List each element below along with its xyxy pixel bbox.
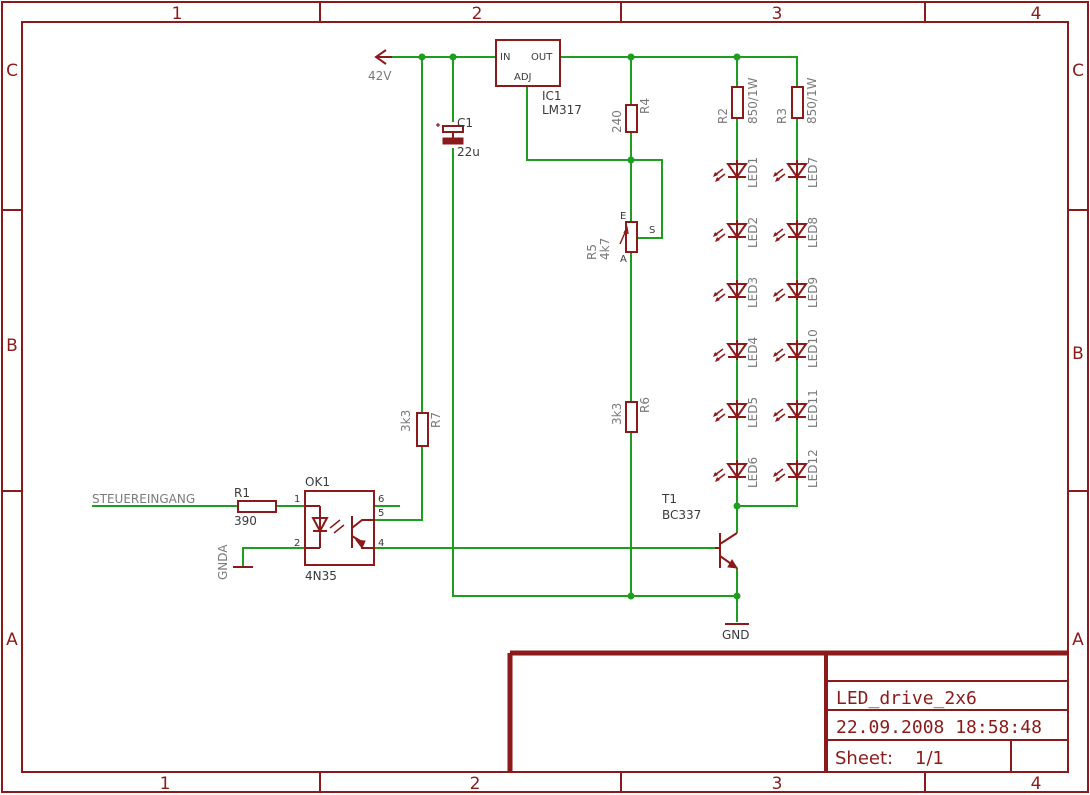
led-label-right-4: LED10	[806, 329, 820, 368]
ok1-phototransistor-icon	[351, 516, 374, 549]
led-left-3: LED3	[713, 277, 760, 308]
led-label-right-5: LED11	[806, 389, 820, 428]
row-label-left-b: B	[6, 336, 18, 356]
c1-value: 22u	[457, 145, 480, 159]
r4-name: R4	[638, 98, 652, 114]
sheet-label: Sheet:	[835, 748, 893, 769]
t1-transistor-icon	[715, 532, 738, 569]
led-left-4: LED4	[713, 337, 760, 368]
row-label-right-a: A	[1072, 630, 1084, 650]
column-label-top-2: 2	[472, 4, 483, 24]
r3-resistor	[791, 86, 804, 119]
title-block	[507, 650, 1068, 772]
ok1-pin-5: 5	[378, 508, 384, 519]
c1-name: C1	[457, 116, 473, 130]
r5-pin-e: E	[620, 211, 626, 222]
row-label-left-a: A	[6, 630, 18, 650]
led-label-right-2: LED8	[806, 217, 820, 248]
supply-label: 42V	[368, 69, 392, 83]
ok1-led-icon	[305, 505, 345, 549]
ic1-body	[495, 39, 561, 87]
r2-resistor	[731, 86, 744, 119]
ic1-pin-in: IN	[500, 52, 510, 63]
r5-pin-s: S	[649, 225, 655, 236]
ok1-pin-6: 6	[378, 494, 384, 505]
supply-arrow-icon	[374, 49, 392, 65]
r5-value: 4k7	[598, 238, 612, 260]
r5-pin-a: A	[620, 254, 627, 265]
r2-value: 850/1W	[746, 77, 760, 124]
r7-name: R7	[429, 412, 443, 428]
led-label-left-6: LED6	[746, 457, 760, 488]
led-right-3: LED9	[773, 277, 820, 308]
t1-value: BC337	[662, 508, 701, 522]
led-label-right-3: LED9	[806, 277, 820, 308]
r6-name: R6	[638, 397, 652, 413]
r3-name: R3	[775, 108, 789, 124]
ic1-name: IC1	[542, 89, 562, 103]
drawing-date: 22.09.2008 18:58:48	[836, 717, 1042, 738]
r5-name: R5	[585, 244, 599, 260]
r7-resistor	[416, 412, 429, 447]
led-left-1: LED1	[713, 157, 760, 188]
ok1-value: 4N35	[305, 569, 337, 583]
ok1-pin-1: 1	[294, 494, 300, 505]
sheet-value: 1/1	[915, 748, 944, 769]
led-right-5: LED11	[773, 389, 820, 428]
drawing-title: LED_drive_2x6	[836, 688, 977, 709]
led-label-left-3: LED3	[746, 277, 760, 308]
r5-potentiometer-icon	[619, 221, 638, 253]
led-label-right-1: LED7	[806, 157, 820, 188]
ic1-value: LM317	[542, 103, 582, 117]
led-left-2: LED2	[713, 217, 760, 248]
led-right-6: LED12	[773, 449, 820, 488]
r7-value: 3k3	[399, 410, 413, 432]
input-label: STEUEREINGANG	[92, 492, 195, 506]
r1-resistor	[237, 500, 277, 513]
led-right-4: LED10	[773, 329, 820, 368]
ic1-pin-adj: ADJ	[514, 72, 532, 83]
ok1-body	[304, 490, 375, 566]
led-left-6: LED6	[713, 457, 760, 488]
led-left-5: LED5	[713, 397, 760, 428]
ic1-pin-out: OUT	[531, 52, 553, 63]
ok1-name: OK1	[305, 475, 330, 489]
led-label-left-5: LED5	[746, 397, 760, 428]
r6-resistor	[625, 401, 638, 433]
junctions	[418, 53, 741, 600]
gnd-label: GND	[722, 628, 750, 642]
ok1-pin-2: 2	[294, 538, 300, 549]
column-label-bottom-4: 4	[1031, 774, 1042, 794]
led-label-left-2: LED2	[746, 217, 760, 248]
r4-resistor	[625, 104, 638, 133]
led-right-1: LED7	[773, 157, 820, 188]
led-right-2: LED8	[773, 217, 820, 248]
led-label-left-1: LED1	[746, 157, 760, 188]
column-label-bottom-3: 3	[772, 774, 783, 794]
r4-value: 240	[610, 110, 624, 133]
ok1-pin-4: 4	[378, 538, 384, 549]
r6-value: 3k3	[610, 403, 624, 425]
row-label-left-c: C	[6, 61, 18, 81]
r2-name: R2	[716, 108, 730, 124]
column-label-bottom-1: 1	[160, 774, 171, 794]
column-label-top-3: 3	[772, 4, 783, 24]
t1-name: T1	[661, 492, 677, 506]
r1-value: 390	[234, 514, 257, 528]
column-label-top-4: 4	[1031, 4, 1042, 24]
led-label-left-4: LED4	[746, 337, 760, 368]
gnda-label: GNDA	[216, 544, 230, 580]
wires	[92, 56, 798, 622]
column-label-bottom-2: 2	[470, 774, 481, 794]
r3-value: 850/1W	[805, 77, 819, 124]
row-label-right-c: C	[1072, 61, 1084, 81]
column-label-top-1: 1	[172, 4, 183, 24]
r1-name: R1	[234, 486, 250, 500]
row-label-right-b: B	[1072, 344, 1084, 364]
led-label-right-6: LED12	[806, 449, 820, 488]
c1-capacitor-icon	[436, 123, 464, 145]
